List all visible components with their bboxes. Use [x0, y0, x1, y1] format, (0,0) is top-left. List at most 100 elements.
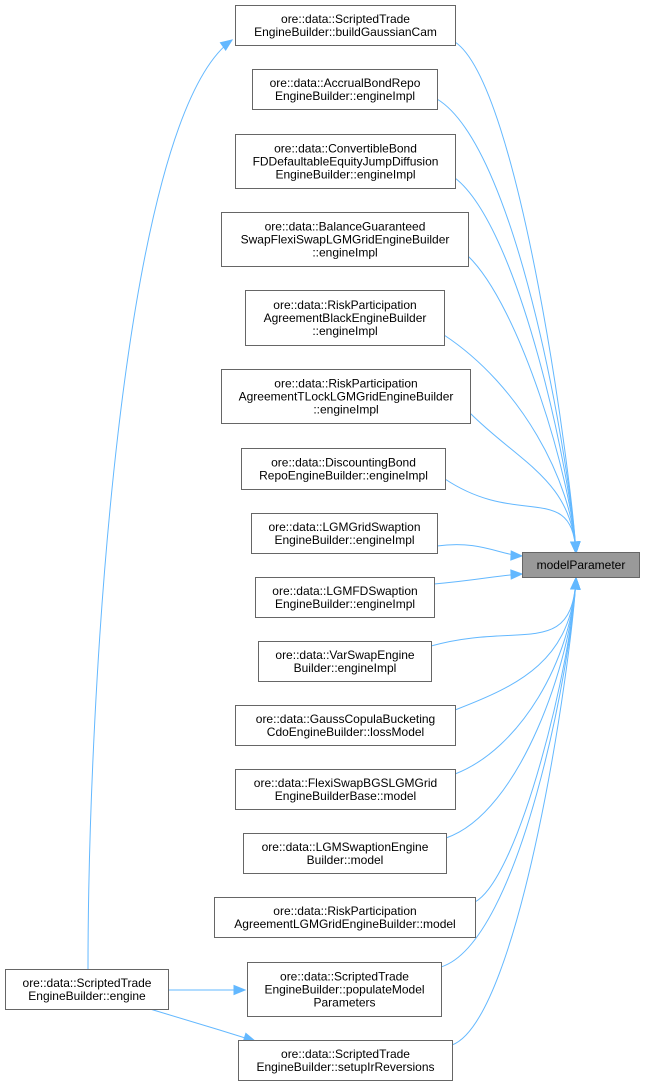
edge-caller-1 [436, 98, 577, 554]
node-label: ore::data::ScriptedTrade [23, 976, 152, 990]
arrowhead-icon [233, 984, 247, 996]
edge-caller-8 [433, 573, 523, 585]
node-label: AgreementTLockLGMGridEngineBuilder [239, 390, 454, 404]
node-label: ::engineImpl [313, 403, 378, 417]
node-label: EngineBuilder::buildGaussianCam [254, 25, 437, 39]
arrowhead-icon [510, 569, 524, 580]
node-box [238, 1040, 453, 1081]
node-label: AgreementLGMGridEngineBuilder::model [234, 917, 455, 931]
node-label: ore::data::ScriptedTrade [281, 12, 410, 26]
caller-node-0[interactable]: ore::data::ScriptedTradeEngineBuilder::b… [235, 5, 456, 46]
edge-caller-13 [474, 577, 577, 903]
node-label: EngineBuilder::engine [28, 989, 146, 1003]
caller-node-15[interactable]: ore::data::ScriptedTradeEngineBuilder::s… [238, 1040, 453, 1081]
node-label: ore::data::AccrualBondRepo [270, 76, 421, 90]
node-box [258, 641, 432, 682]
edge-caller-5 [469, 412, 577, 554]
node-label: ore::data::RiskParticipation [273, 298, 416, 312]
node-box [5, 969, 169, 1010]
node-box [243, 833, 447, 874]
node-label: SwapFlexiSwapLGMGridEngineBuilder [241, 233, 450, 247]
edge-caller-15 [451, 577, 577, 1046]
node-box [247, 962, 442, 1017]
arrowhead-icon [570, 576, 581, 590]
node-label: Builder::model [307, 853, 384, 867]
node-label: ore::data::LGMGridSwaption [268, 520, 420, 534]
edge-caller-4 [443, 334, 577, 554]
node-label: EngineBuilder::engineImpl [275, 168, 415, 182]
edge-caller-2 [454, 177, 577, 554]
node-box [221, 369, 471, 424]
caller-node-14[interactable]: ore::data::ScriptedTradeEngineBuilder::p… [247, 962, 442, 1017]
edges [87, 39, 581, 1046]
node-label: RepoEngineBuilder::engineImpl [259, 469, 428, 483]
node-label: ore::data::LGMSwaptionEngine [262, 840, 429, 854]
edge-caller-9 [430, 577, 577, 647]
edge-root-setup [149, 1008, 256, 1042]
caller-node-6[interactable]: ore::data::DiscountingBondRepoEngineBuil… [241, 448, 446, 490]
node-label: ore::data::GaussCopulaBucketing [256, 712, 435, 726]
edge-root-buildGaussianCam [87, 39, 233, 970]
node-label: Parameters [313, 996, 375, 1010]
node-box [252, 69, 438, 110]
node-label: EngineBuilder::engineImpl [275, 89, 415, 103]
arrowhead-icon [510, 550, 524, 561]
edge-caller-11 [454, 577, 577, 775]
node-label: EngineBuilder::populateModel [264, 983, 424, 997]
edge-caller-10 [454, 577, 577, 711]
node-label: ore::data::ScriptedTrade [281, 1047, 410, 1061]
root-node-engine[interactable]: ore::data::ScriptedTradeEngineBuilder::e… [5, 969, 169, 1010]
arrowhead-icon [219, 39, 234, 51]
caller-node-5[interactable]: ore::data::RiskParticipationAgreementTLo… [221, 369, 471, 424]
target-node-modelParameter[interactable]: modelParameter [522, 552, 640, 578]
node-box [245, 290, 445, 346]
node-label: modelParameter [537, 558, 626, 572]
node-label: ore::data::ScriptedTrade [280, 970, 409, 984]
node-label: FDDefaultableEquityJumpDiffusion [253, 155, 439, 169]
node-box [255, 577, 435, 618]
node-label: ore::data::RiskParticipation [274, 377, 417, 391]
caller-node-13[interactable]: ore::data::RiskParticipationAgreementLGM… [214, 897, 476, 938]
caller-node-11[interactable]: ore::data::FlexiSwapBGSLGMGridEngineBuil… [235, 769, 456, 810]
node-label: ore::data::DiscountingBond [271, 456, 416, 470]
node-label: AgreementBlackEngineBuilder [264, 311, 427, 325]
caller-node-8[interactable]: ore::data::LGMFDSwaptionEngineBuilder::e… [255, 577, 435, 618]
node-label: ore::data::LGMFDSwaption [272, 584, 417, 598]
node-label: EngineBuilder::engineImpl [275, 597, 415, 611]
node-label: EngineBuilder::setupIrReversions [256, 1060, 434, 1074]
node-label: ore::data::ConvertibleBond [274, 142, 417, 156]
edge-caller-7 [436, 544, 523, 557]
node-box [241, 448, 446, 490]
edge-caller-14 [440, 577, 577, 968]
edge-caller-12 [445, 577, 577, 839]
caller-node-12[interactable]: ore::data::LGMSwaptionEngineBuilder::mod… [243, 833, 447, 874]
caller-node-1[interactable]: ore::data::AccrualBondRepoEngineBuilder:… [252, 69, 438, 110]
arrowhead-icon [570, 541, 581, 555]
node-box [251, 513, 438, 554]
node-box [214, 897, 476, 938]
caller-node-4[interactable]: ore::data::RiskParticipationAgreementBla… [245, 290, 445, 346]
caller-node-9[interactable]: ore::data::VarSwapEngineBuilder::engineI… [258, 641, 432, 682]
node-box [235, 5, 456, 46]
node-box [221, 212, 469, 267]
node-label: ::engineImpl [312, 246, 377, 260]
edge-caller-3 [467, 255, 577, 554]
caller-node-2[interactable]: ore::data::ConvertibleBondFDDefaultableE… [235, 134, 456, 189]
caller-node-10[interactable]: ore::data::GaussCopulaBucketingCdoEngine… [235, 705, 456, 746]
caller-node-3[interactable]: ore::data::BalanceGuaranteedSwapFlexiSwa… [221, 212, 469, 267]
node-label: ore::data::RiskParticipation [273, 904, 416, 918]
caller-node-7[interactable]: ore::data::LGMGridSwaptionEngineBuilder:… [251, 513, 438, 554]
node-label: Builder::engineImpl [294, 661, 397, 675]
node-label: CdoEngineBuilder::lossModel [267, 725, 424, 739]
node-label: ::engineImpl [312, 324, 377, 338]
node-label: EngineBuilderBase::model [275, 789, 416, 803]
node-box [235, 705, 456, 746]
node-label: ore::data::VarSwapEngine [275, 648, 415, 662]
node-label: ore::data::BalanceGuaranteed [265, 220, 426, 234]
node-box [235, 769, 456, 810]
node-box [235, 134, 456, 189]
node-label: ore::data::FlexiSwapBGSLGMGrid [254, 776, 437, 790]
node-box [522, 552, 640, 578]
edge-caller-6 [444, 478, 577, 554]
